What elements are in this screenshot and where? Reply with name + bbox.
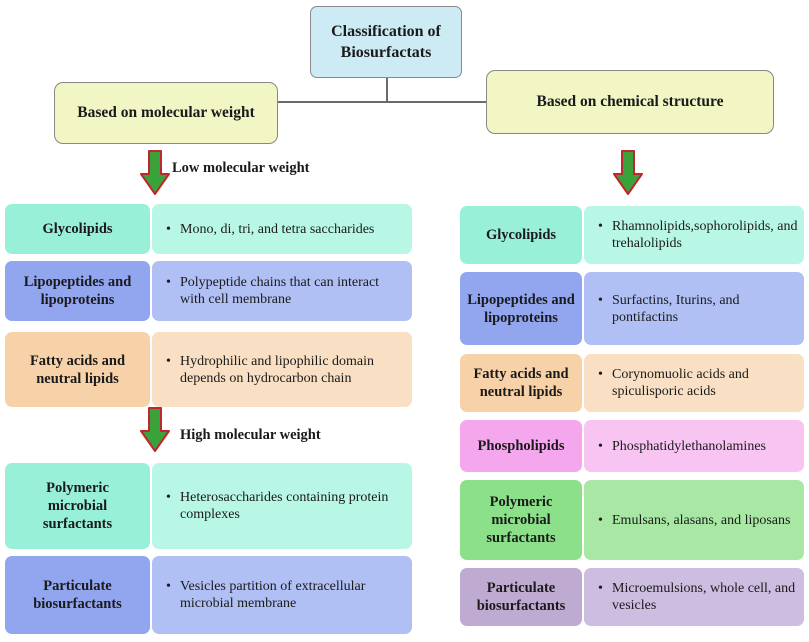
category-molecular-weight: Based on molecular weight	[54, 82, 278, 144]
diagram-title: Classification of Biosurfactats	[310, 6, 462, 78]
right-desc-fatty-acids: Corynomuolic acids and spiculisporic aci…	[584, 354, 804, 412]
low-molecular-weight-label: Low molecular weight	[172, 160, 310, 176]
left-desc-polymeric: Heterosaccharides containing protein com…	[152, 463, 412, 549]
left-label-polymeric: Polymeric microbial surfactants	[5, 463, 150, 549]
label-text: Lipopeptides and lipoproteins	[467, 291, 575, 326]
label-text: Polymeric microbial surfactants	[42, 480, 113, 532]
left-desc-particulate: Vesicles partition of extracellular micr…	[152, 556, 412, 634]
right-desc-polymeric: Emulsans, alasans, and liposans	[584, 480, 804, 560]
desc-text: Heterosaccharides containing protein com…	[166, 489, 406, 523]
arrow-down-icon	[613, 150, 643, 195]
right-desc-particulate: Microemulsions, whole cell, and vesicles	[584, 568, 804, 626]
desc-text: Microemulsions, whole cell, and vesicles	[598, 580, 798, 614]
desc-text: Polypeptide chains that can interact wit…	[166, 274, 406, 308]
right-label-phospholipids: Phospholipids	[460, 420, 582, 472]
connector-title-stem	[386, 78, 388, 102]
right-desc-lipopeptides: Surfactins, Iturins, and pontifactins	[584, 272, 804, 345]
diagram-title-text: Classification of Biosurfactats	[331, 23, 441, 61]
right-label-particulate: Particulate biosurfactants	[460, 568, 582, 626]
desc-text: Mono, di, tri, and tetra saccharides	[166, 221, 374, 238]
right-label-polymeric: Polymeric microbial surfactants	[460, 480, 582, 560]
label-text: Particulate biosurfactants	[476, 580, 566, 614]
label-text: Phospholipids	[477, 438, 565, 454]
right-label-lipopeptides: Lipopeptides and lipoproteins	[460, 272, 582, 345]
desc-text: Corynomuolic acids and spiculisporic aci…	[598, 366, 798, 400]
right-label-glycolipids: Glycolipids	[460, 206, 582, 264]
desc-text: Phosphatidylethanolamines	[598, 438, 766, 455]
label-text: Fatty acids and neutral lipids	[473, 366, 569, 400]
desc-text: Surfactins, Iturins, and pontifactins	[598, 292, 798, 326]
left-desc-lipopeptides: Polypeptide chains that can interact wit…	[152, 261, 412, 321]
right-label-fatty-acids: Fatty acids and neutral lipids	[460, 354, 582, 412]
category-chemical-structure: Based on chemical structure	[486, 70, 774, 134]
desc-text: Hydrophilic and lipophilic domain depend…	[166, 353, 406, 387]
left-desc-fatty-acids: Hydrophilic and lipophilic domain depend…	[152, 332, 412, 407]
desc-text: Vesicles partition of extracellular micr…	[166, 578, 406, 612]
left-desc-glycolipids: Mono, di, tri, and tetra saccharides	[152, 204, 412, 254]
left-label-glycolipids: Glycolipids	[5, 204, 150, 254]
label-text: Polymeric microbial surfactants	[486, 494, 556, 546]
label-text: Particulate biosurfactants	[33, 578, 122, 612]
label-text: Glycolipids	[42, 221, 113, 237]
category-molecular-weight-text: Based on molecular weight	[77, 104, 255, 121]
desc-text: Rhamnolipids,sophorolipids, and trehalol…	[598, 218, 798, 252]
left-label-lipopeptides: Lipopeptides and lipoproteins	[5, 261, 150, 321]
label-text: Glycolipids	[485, 227, 557, 243]
left-label-fatty-acids: Fatty acids and neutral lipids	[5, 332, 150, 407]
arrow-down-icon	[140, 150, 170, 195]
desc-text: Emulsans, alasans, and liposans	[598, 512, 790, 529]
left-label-particulate: Particulate biosurfactants	[5, 556, 150, 634]
right-desc-phospholipids: Phosphatidylethanolamines	[584, 420, 804, 472]
high-molecular-weight-label: High molecular weight	[180, 427, 321, 443]
right-desc-glycolipids: Rhamnolipids,sophorolipids, and trehalol…	[584, 206, 804, 264]
arrow-down-icon	[140, 407, 170, 452]
label-text: Lipopeptides and lipoproteins	[23, 274, 132, 308]
connector-horizontal	[270, 101, 486, 103]
category-chemical-structure-text: Based on chemical structure	[536, 93, 724, 110]
label-text: Fatty acids and neutral lipids	[29, 352, 126, 387]
